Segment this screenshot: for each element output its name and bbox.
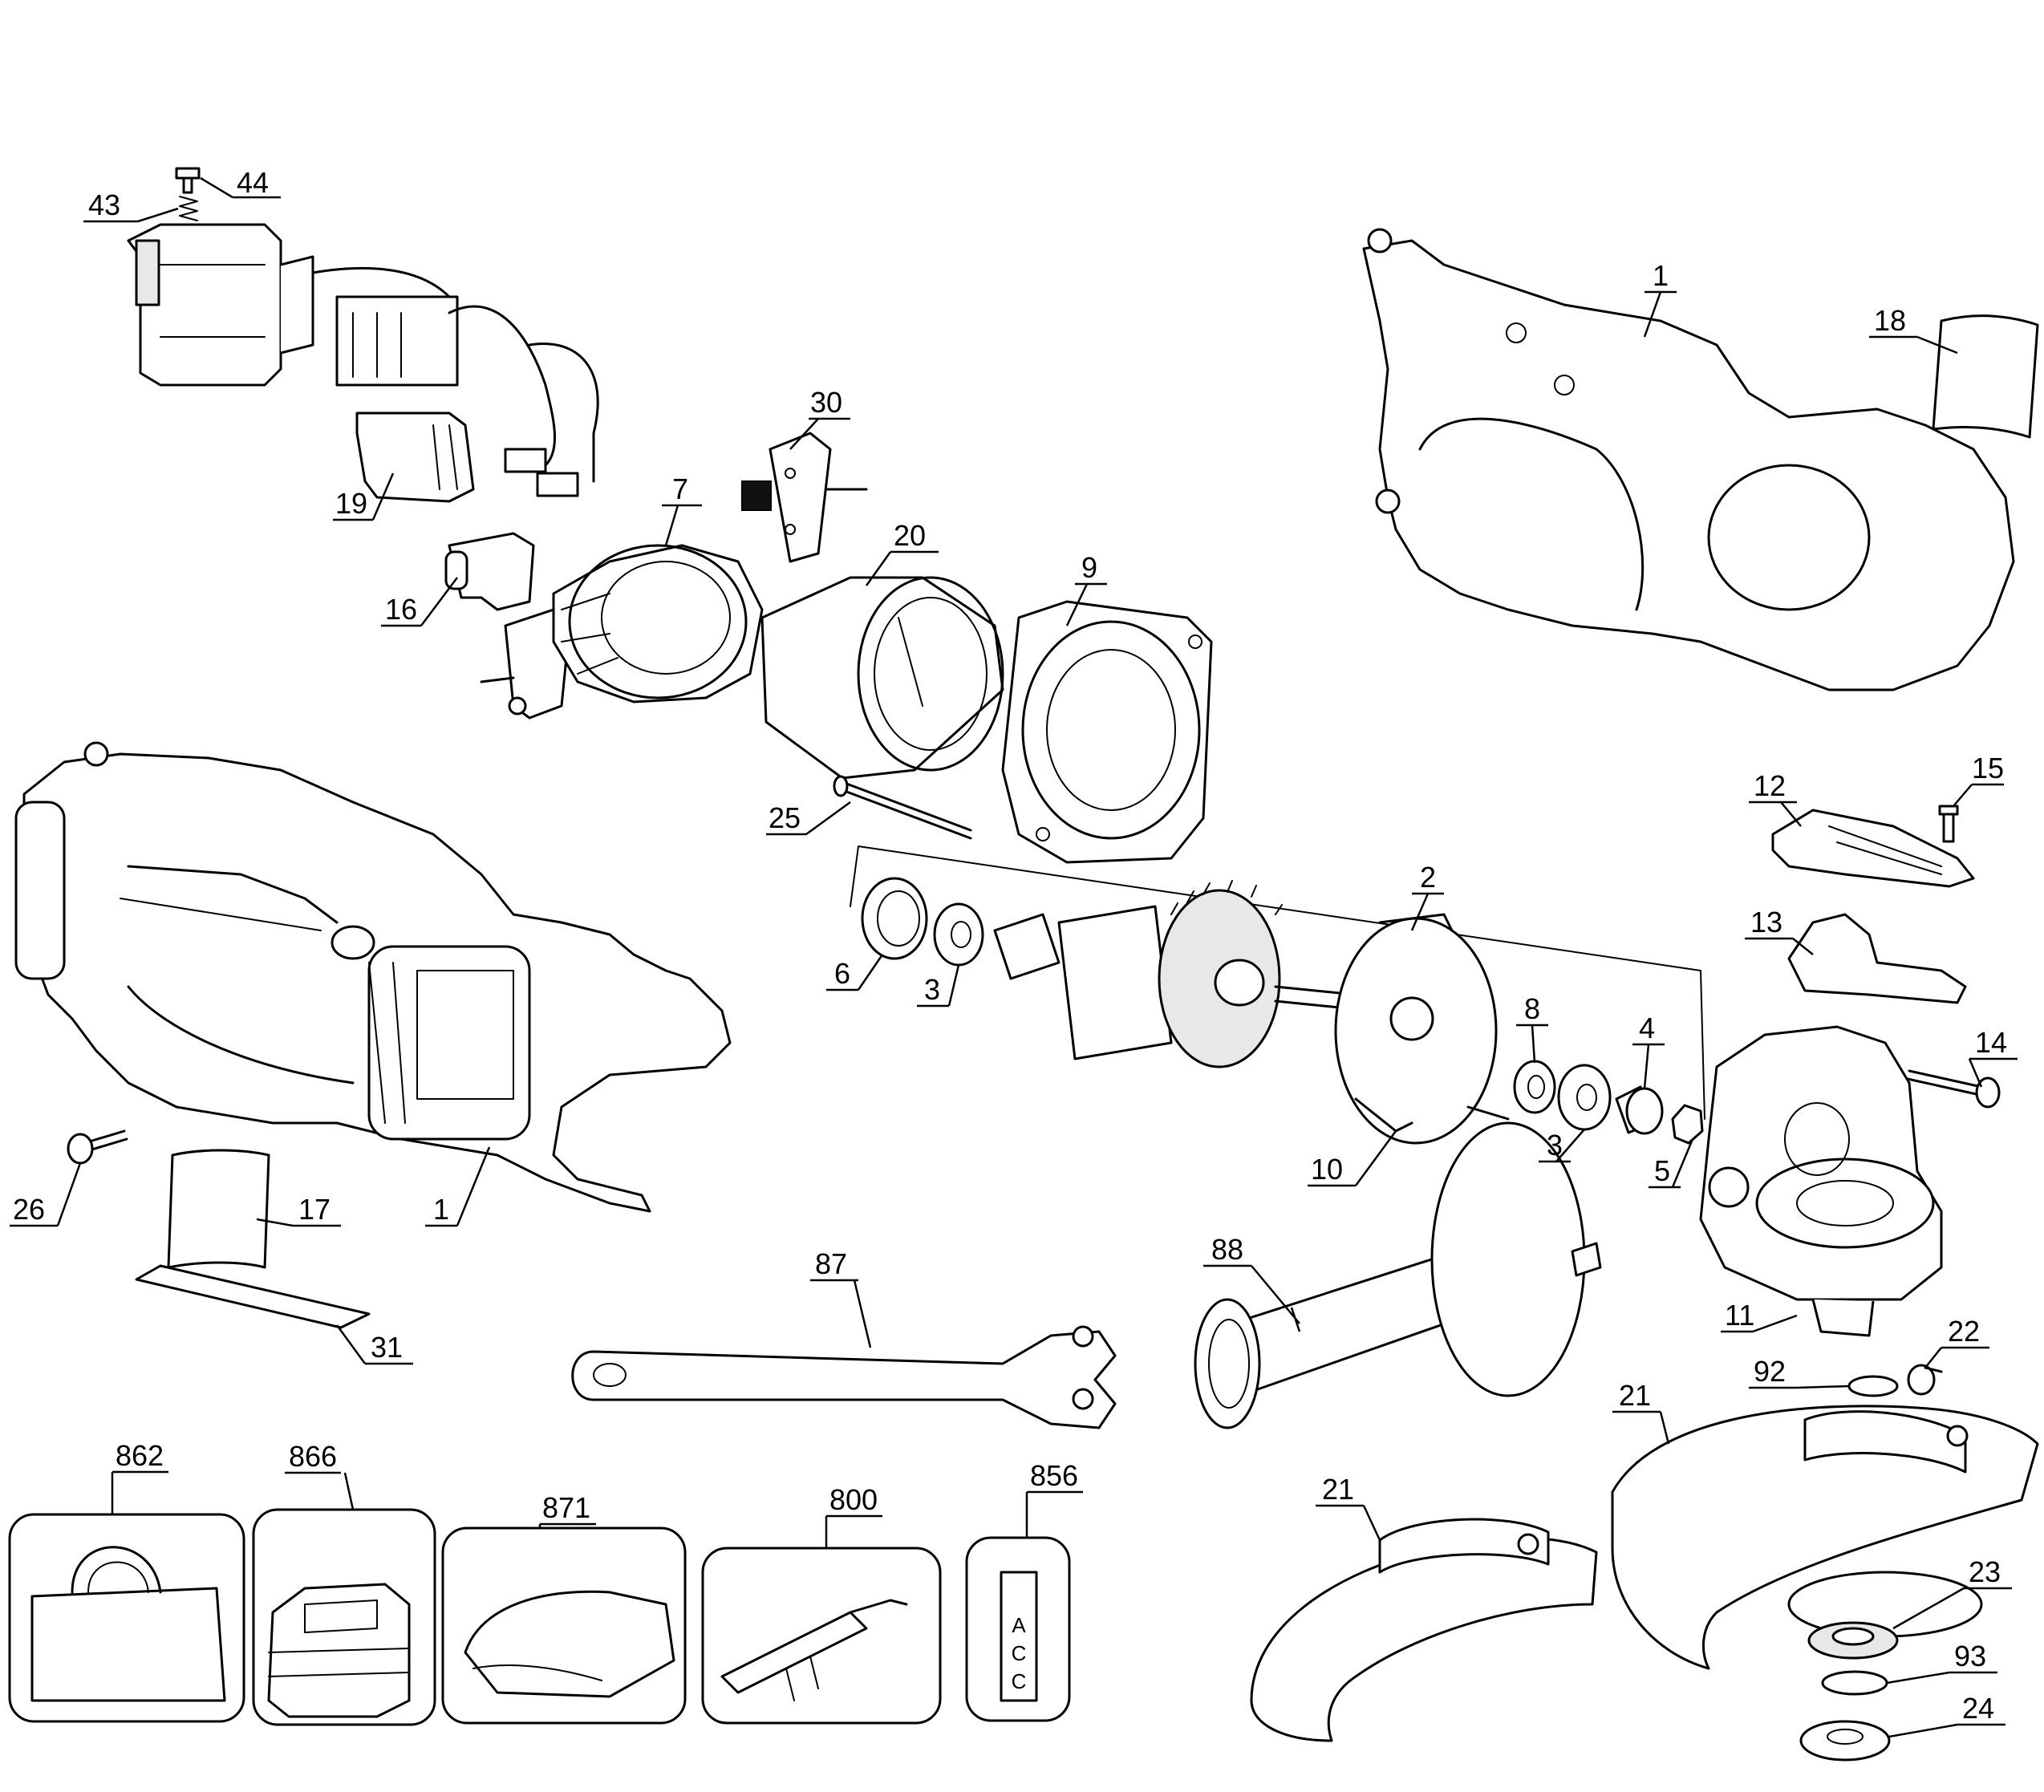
callout-9: 9 bbox=[1081, 551, 1097, 584]
callout-31: 31 bbox=[371, 1331, 403, 1364]
callout-92: 92 bbox=[1754, 1355, 1786, 1388]
switch-wiring-assembly bbox=[127, 223, 599, 497]
callout-5: 5 bbox=[1654, 1154, 1670, 1187]
part-3-washer-right bbox=[1557, 1064, 1612, 1131]
accessory-box-866-battery bbox=[252, 1508, 436, 1726]
accessory-box-856-kit: A C C bbox=[965, 1536, 1071, 1722]
callout-871: 871 bbox=[542, 1491, 590, 1524]
callout-13: 13 bbox=[1750, 906, 1782, 939]
callout-12: 12 bbox=[1754, 769, 1786, 802]
part-11-gear-case bbox=[1699, 1025, 1943, 1337]
part-10-fan bbox=[1334, 913, 1510, 1145]
part-31-strip bbox=[135, 1264, 371, 1329]
callout-8: 8 bbox=[1524, 992, 1540, 1025]
part-93-washer bbox=[1821, 1670, 1888, 1696]
part-43-spring bbox=[179, 196, 198, 221]
part-25-screw bbox=[833, 775, 972, 840]
label-856-line1: A bbox=[1012, 1613, 1026, 1637]
label-856-line2: C bbox=[1012, 1641, 1027, 1665]
callout-88: 88 bbox=[1211, 1233, 1243, 1266]
part-24-nut bbox=[1799, 1720, 1891, 1762]
callout-87: 87 bbox=[815, 1247, 847, 1280]
part-7-brush-ring bbox=[552, 544, 764, 703]
accessory-box-871-charger bbox=[441, 1526, 687, 1725]
callout-43: 43 bbox=[88, 189, 120, 221]
callout-44: 44 bbox=[237, 166, 269, 199]
callout-1-bottom: 1 bbox=[433, 1193, 449, 1226]
callout-4: 4 bbox=[1639, 1012, 1655, 1044]
part-21-guard-right bbox=[1611, 1405, 2039, 1670]
part-13-clip bbox=[1787, 913, 1967, 1004]
part-15-screw bbox=[1938, 805, 1959, 843]
callout-3-left: 3 bbox=[924, 973, 940, 1006]
part-16-lever bbox=[444, 532, 535, 611]
callout-25: 25 bbox=[769, 801, 801, 834]
callout-19: 19 bbox=[335, 487, 367, 520]
part-3-washer-left bbox=[933, 902, 984, 967]
part-1-housing-main bbox=[14, 741, 732, 1213]
part-26-screw bbox=[67, 1129, 128, 1165]
part-87-wrench bbox=[571, 1325, 1117, 1429]
part-21-guard-left bbox=[1250, 1518, 1598, 1742]
part-19-switch-button bbox=[355, 412, 475, 503]
part-6-bearing bbox=[861, 877, 928, 960]
part-14-screw bbox=[1906, 1069, 2001, 1109]
callout-11: 11 bbox=[1725, 1299, 1754, 1332]
callout-30: 30 bbox=[810, 386, 842, 419]
callout-16: 16 bbox=[385, 593, 417, 626]
callout-3-right: 3 bbox=[1547, 1129, 1563, 1162]
part-1-housing-half-top bbox=[1362, 228, 2015, 691]
accessory-box-800-tool bbox=[701, 1547, 942, 1725]
callout-24: 24 bbox=[1962, 1692, 1994, 1725]
callout-18: 18 bbox=[1874, 304, 1906, 337]
part-9-bearing-housing bbox=[1001, 600, 1213, 864]
callout-6: 6 bbox=[834, 957, 850, 990]
part-92-ring bbox=[1847, 1375, 1899, 1397]
part-18-label bbox=[1932, 314, 2039, 439]
part-8-washer bbox=[1513, 1060, 1556, 1114]
callout-23: 23 bbox=[1969, 1555, 2001, 1588]
callout-856: 856 bbox=[1030, 1459, 1078, 1492]
callout-7: 7 bbox=[672, 472, 688, 505]
callout-800: 800 bbox=[829, 1483, 878, 1516]
callout-10: 10 bbox=[1311, 1153, 1343, 1186]
part-30-brush-holder bbox=[741, 432, 868, 563]
callout-22: 22 bbox=[1948, 1315, 1980, 1348]
armature bbox=[993, 880, 1357, 1068]
callout-862: 862 bbox=[116, 1439, 164, 1472]
part-12-cap bbox=[1771, 809, 1975, 888]
callout-21-left: 21 bbox=[1322, 1473, 1354, 1506]
part-20-field bbox=[760, 576, 1004, 780]
label-856-line3: C bbox=[1012, 1669, 1027, 1693]
part-5-nut bbox=[1671, 1104, 1704, 1145]
part-17-label bbox=[167, 1149, 270, 1269]
callout-1-top: 1 bbox=[1653, 259, 1669, 292]
callout-20: 20 bbox=[894, 519, 926, 552]
part-4-bearing bbox=[1615, 1085, 1664, 1135]
part-88-side-handle bbox=[1194, 1121, 1602, 1429]
callout-14: 14 bbox=[1975, 1026, 2007, 1059]
leader-lines bbox=[10, 176, 2018, 1738]
part-22-screw bbox=[1907, 1364, 1943, 1396]
callout-21-right: 21 bbox=[1619, 1379, 1651, 1412]
callout-93: 93 bbox=[1954, 1640, 1986, 1672]
callout-866: 866 bbox=[289, 1440, 337, 1473]
part-44-screw bbox=[175, 167, 201, 194]
callout-numbers: 43 44 1 18 30 19 7 20 9 16 25 15 12 2 13… bbox=[13, 166, 2007, 1725]
callout-26: 26 bbox=[13, 1193, 45, 1226]
callout-15: 15 bbox=[1972, 752, 2004, 785]
callout-2: 2 bbox=[1420, 861, 1436, 894]
part-23-flange bbox=[1807, 1621, 1899, 1660]
accessory-box-862-bag bbox=[8, 1513, 245, 1723]
callout-17: 17 bbox=[298, 1193, 331, 1226]
